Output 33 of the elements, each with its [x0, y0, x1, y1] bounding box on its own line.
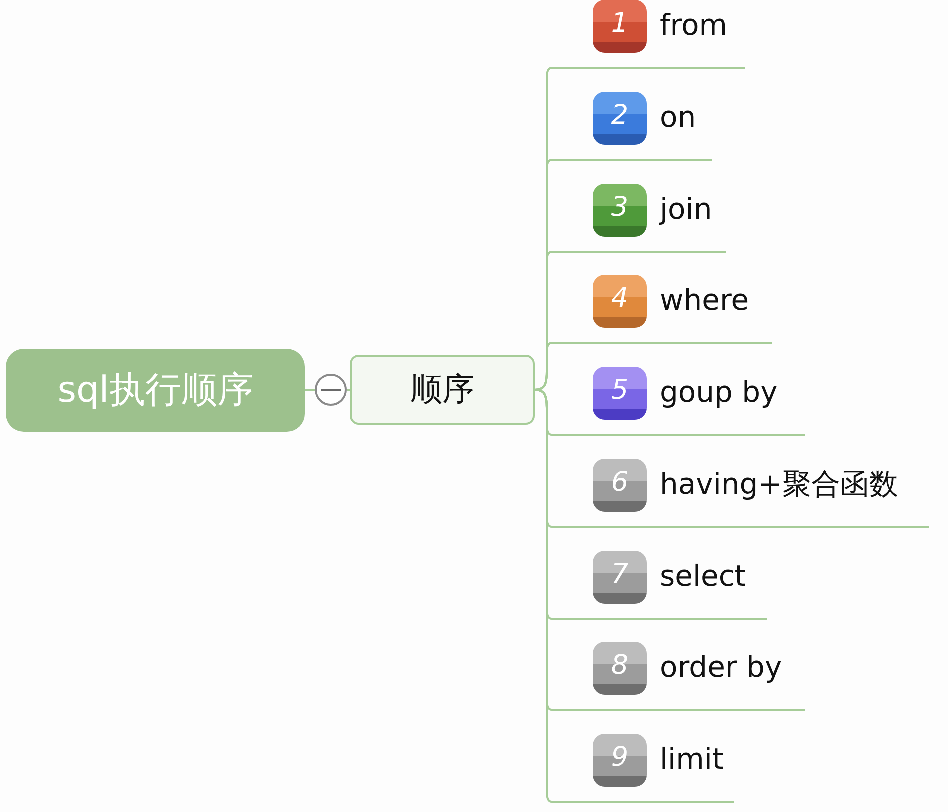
topic-text: on — [660, 100, 696, 135]
underlined-topic — [552, 181, 726, 253]
priority-badge: 7 — [593, 551, 647, 604]
underlined-topic — [552, 89, 712, 161]
priority-badge: 4 — [593, 275, 647, 328]
subtopic-box: 顺序 — [350, 355, 535, 425]
topic-text: goup by — [660, 375, 778, 410]
connector-line — [347, 389, 350, 391]
topic-text: order by — [660, 650, 782, 685]
underlined-topic — [552, 456, 929, 528]
priority-badge: 9 — [593, 734, 647, 787]
underlined-topic — [552, 0, 745, 69]
topic-text: from — [660, 8, 728, 43]
underlined-topic — [552, 272, 772, 344]
priority-badge: 6 — [593, 459, 647, 512]
connector-line — [304, 389, 316, 392]
underlined-topic — [552, 639, 805, 711]
priority-badge: 2 — [593, 92, 647, 145]
topic-text: where — [660, 283, 750, 318]
underlined-topic — [552, 364, 805, 436]
priority-badge: 8 — [593, 642, 647, 695]
topic-text: limit — [660, 742, 724, 777]
topic-text: join — [660, 192, 712, 227]
underlined-topic — [552, 731, 734, 803]
minus-circle-icon — [315, 374, 347, 406]
priority-badge: 5 — [593, 367, 647, 420]
underlined-topic — [552, 548, 767, 620]
topic-text: select — [660, 559, 746, 594]
priority-badge: 1 — [593, 0, 647, 53]
priority-badge: 3 — [593, 184, 647, 237]
branch-line — [534, 389, 553, 803]
topic-text: having+聚合函数 — [660, 467, 898, 502]
central-topic-box: sql执行顺序 — [6, 349, 305, 432]
